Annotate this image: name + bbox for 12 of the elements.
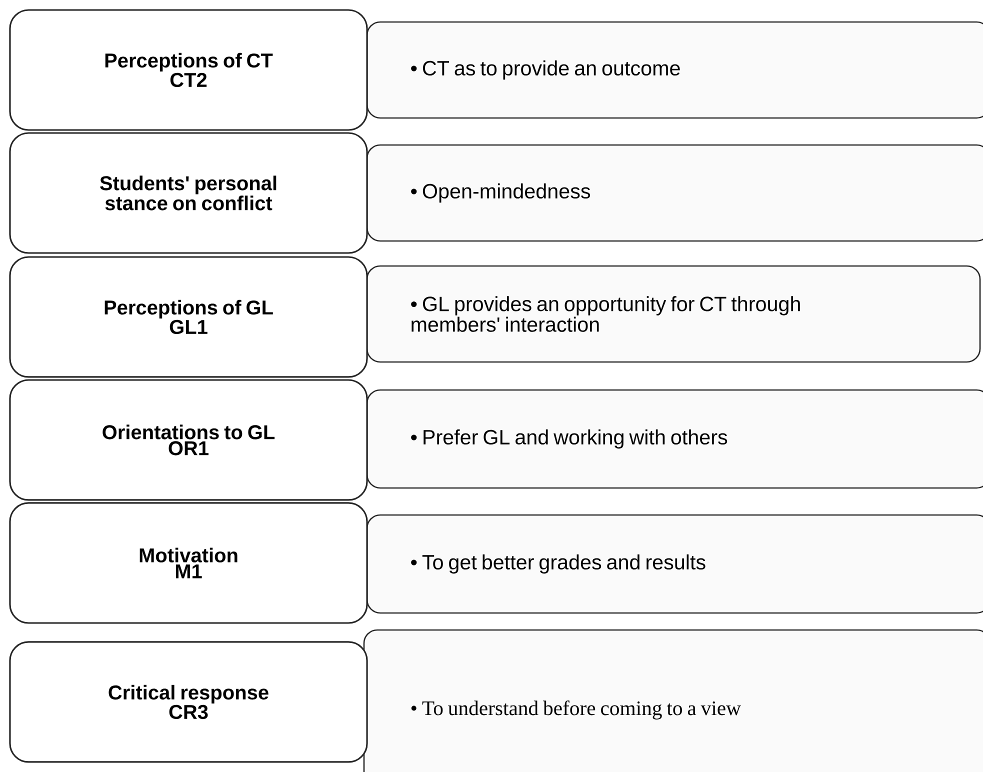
category-box: Perceptions of GL GL1 — [9, 256, 368, 378]
description-box: • Open-mindedness — [366, 144, 983, 242]
category-box: Orientations to GL OR1 — [9, 379, 368, 501]
description-box: • To understand before coming to a view — [363, 629, 983, 772]
category-box: Critical response CR3 — [9, 641, 368, 763]
description-box: • Prefer GL and working with others — [366, 389, 983, 489]
description-box: • CT as to provide an outcome — [366, 21, 983, 119]
category-box: Motivation M1 — [9, 502, 368, 624]
description-box: • GL provides an opportunity for CT through members' interaction — [366, 265, 981, 363]
category-box: Students' personal stance on conflict — [9, 132, 368, 254]
description-box: • To get better grades and results — [366, 514, 983, 614]
category-box: Perceptions of CT CT2 — [9, 9, 368, 131]
